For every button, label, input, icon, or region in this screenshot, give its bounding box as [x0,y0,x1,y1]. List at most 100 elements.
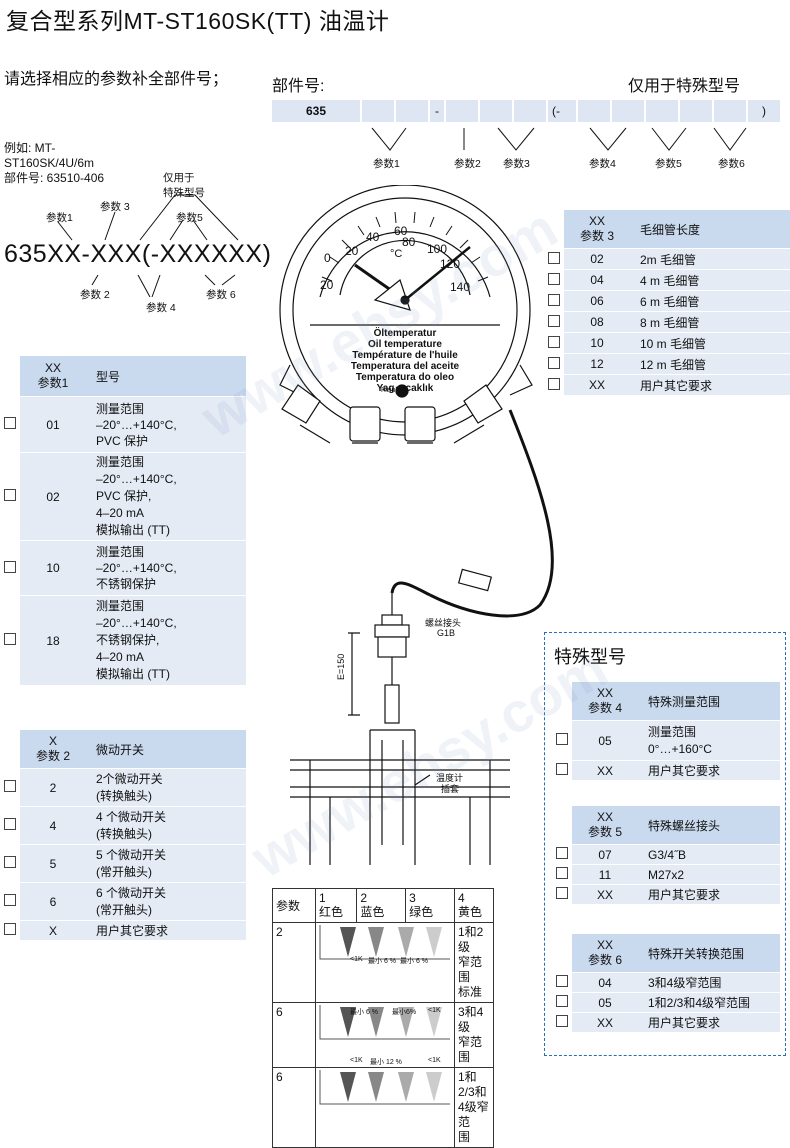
checkbox[interactable] [548,377,560,390]
gauge-label: Öltemperatur [373,328,437,339]
range-label: <1K [428,1007,441,1014]
gauge-label: Yag sıcaklık [376,383,434,394]
example-line: 例如: MT- [4,141,56,155]
page-title: 复合型系列MT-ST160SK(TT) 油温计 [6,8,390,34]
checkbox[interactable] [556,1015,568,1027]
gauge-brand: Reinh [381,387,400,394]
checkbox[interactable] [548,251,560,264]
part-param-label: 参数2 [454,158,481,170]
param-label: 参数 3 [100,201,130,213]
part-cell[interactable] [362,100,394,122]
part-cell[interactable] [578,100,610,122]
part-param-label: 参数5 [655,158,682,170]
table-row: 2 2个微动开关(转换触头) [0,768,246,807]
gauge-label: Oil temperature [368,339,442,350]
checkbox[interactable] [4,489,16,501]
part-cell[interactable] [646,100,678,122]
gauge-scale: 140 [450,280,471,294]
part-number-label: 部件号: [272,78,325,95]
part-dash: - [430,100,444,122]
special-title: 特殊型号 [554,647,626,667]
table-row: 6 6 个微动开关(常开触头) [0,882,246,921]
checkbox[interactable] [4,560,16,573]
gauge-unit: °C [390,248,403,260]
switch-diagram [319,1070,450,1105]
sleeve-label: 插套 [441,784,460,794]
checkbox[interactable] [556,867,568,879]
gauge-label: Temperatura do oleo [355,372,455,383]
gauge-label-block: Öltemperatur Oil temperature Température… [320,328,490,394]
table-row: 4 4 个微动开关(转换触头) [0,806,246,845]
checkbox[interactable] [556,995,568,1007]
example-line: ST160SK/4U/6m [4,156,95,170]
checkbox[interactable] [556,847,568,859]
part-cell[interactable] [680,100,712,122]
checkbox[interactable] [4,780,16,792]
range-label: 最小 12 % [370,1059,402,1066]
range-label: <1K [350,1057,363,1064]
code-bracket-lines [57,194,239,298]
part-param-label: 参数6 [718,158,745,170]
part-param-label: 参数1 [373,158,400,170]
checkbox[interactable] [548,293,560,306]
part-arrows [371,127,747,151]
checkbox[interactable] [556,887,568,899]
table-row: 01 测量范围–20°…+140°C,PVC 保护 [0,396,246,453]
switch-diagram [319,925,450,960]
checkbox[interactable] [548,272,560,285]
part-cell[interactable] [480,100,512,122]
part-paren-close: ) [748,100,780,122]
gauge-scale: 20 [320,278,334,292]
checkbox[interactable] [4,633,16,645]
part-cell[interactable] [612,100,644,122]
part-prefix: 635 [272,100,360,122]
checkbox[interactable] [548,356,560,369]
gauge-scale: 40 [366,230,380,244]
sleeve-label: 温度计 [436,773,464,783]
param-label: 参数1 [46,212,73,224]
range-label: 最小6% [392,1009,417,1016]
checkbox[interactable] [548,314,560,327]
special-only-label: 仅用于特殊型号 [628,78,741,95]
table-row: X 用户其它要求 [0,920,246,941]
part-cell[interactable] [446,100,478,122]
checkbox[interactable] [556,733,568,745]
checkbox[interactable] [556,975,568,987]
gauge-scale: 20 [345,244,359,258]
checkbox[interactable] [4,894,16,906]
part-cell[interactable] [714,100,746,122]
checkbox[interactable] [556,763,568,775]
part-cell[interactable] [396,100,428,122]
checkbox[interactable] [4,923,16,935]
range-label: <1K [428,1057,441,1064]
checkbox[interactable] [4,417,16,429]
checkbox[interactable] [4,856,16,868]
code-template: 635XX-XXX(-XXXXXX) [4,240,272,268]
range-label: <1K [350,956,363,963]
checkbox[interactable] [548,335,560,348]
thread-label: G1B [437,628,456,638]
param-label: 参数 4 [146,302,176,314]
checkbox[interactable] [4,818,16,830]
param-label: 参数 6 [206,289,236,301]
gauge-label: Temperatura del aceite [350,361,460,372]
part-cell[interactable] [514,100,546,122]
intro-text: 请选择相应的参数补全部件号； [4,71,229,88]
